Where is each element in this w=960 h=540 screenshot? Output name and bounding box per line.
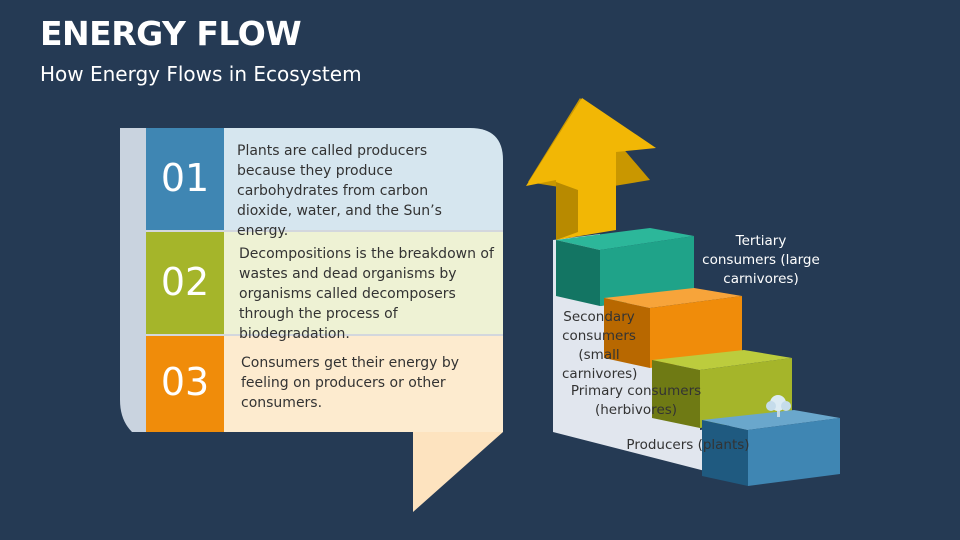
step-teal <box>600 236 694 306</box>
label-producers: Producers (plants) <box>626 437 750 453</box>
step-text-2: Decompositions is the breakdown of waste… <box>239 246 494 342</box>
step-orange <box>650 296 742 368</box>
step-number-2: 02 <box>160 260 210 304</box>
row-1-bg <box>146 128 503 230</box>
label-secondary: Secondary consumers (small carnivores) <box>562 309 638 382</box>
label-primary: Primary consumers (herbivores) <box>570 383 702 418</box>
step-text-3: Consumers get their energy by feeling on… <box>241 355 460 411</box>
number-block-3 <box>146 336 224 432</box>
step-blue <box>748 418 840 486</box>
page-subtitle: How Energy Flows in Ecosystem <box>40 62 362 86</box>
panel-curl <box>120 128 146 432</box>
page-title: ENERGY FLOW <box>40 14 302 53</box>
step-number-1: 01 <box>160 156 210 200</box>
label-tertiary: Tertiary consumers (large carnivores) <box>702 233 820 287</box>
number-block-1 <box>146 128 224 230</box>
number-block-2 <box>146 232 224 334</box>
panel-pointer <box>413 432 503 512</box>
step-number-3: 03 <box>160 360 210 404</box>
tree-icon <box>766 395 791 417</box>
step-text-1: Plants are called producers because they… <box>237 143 442 239</box>
